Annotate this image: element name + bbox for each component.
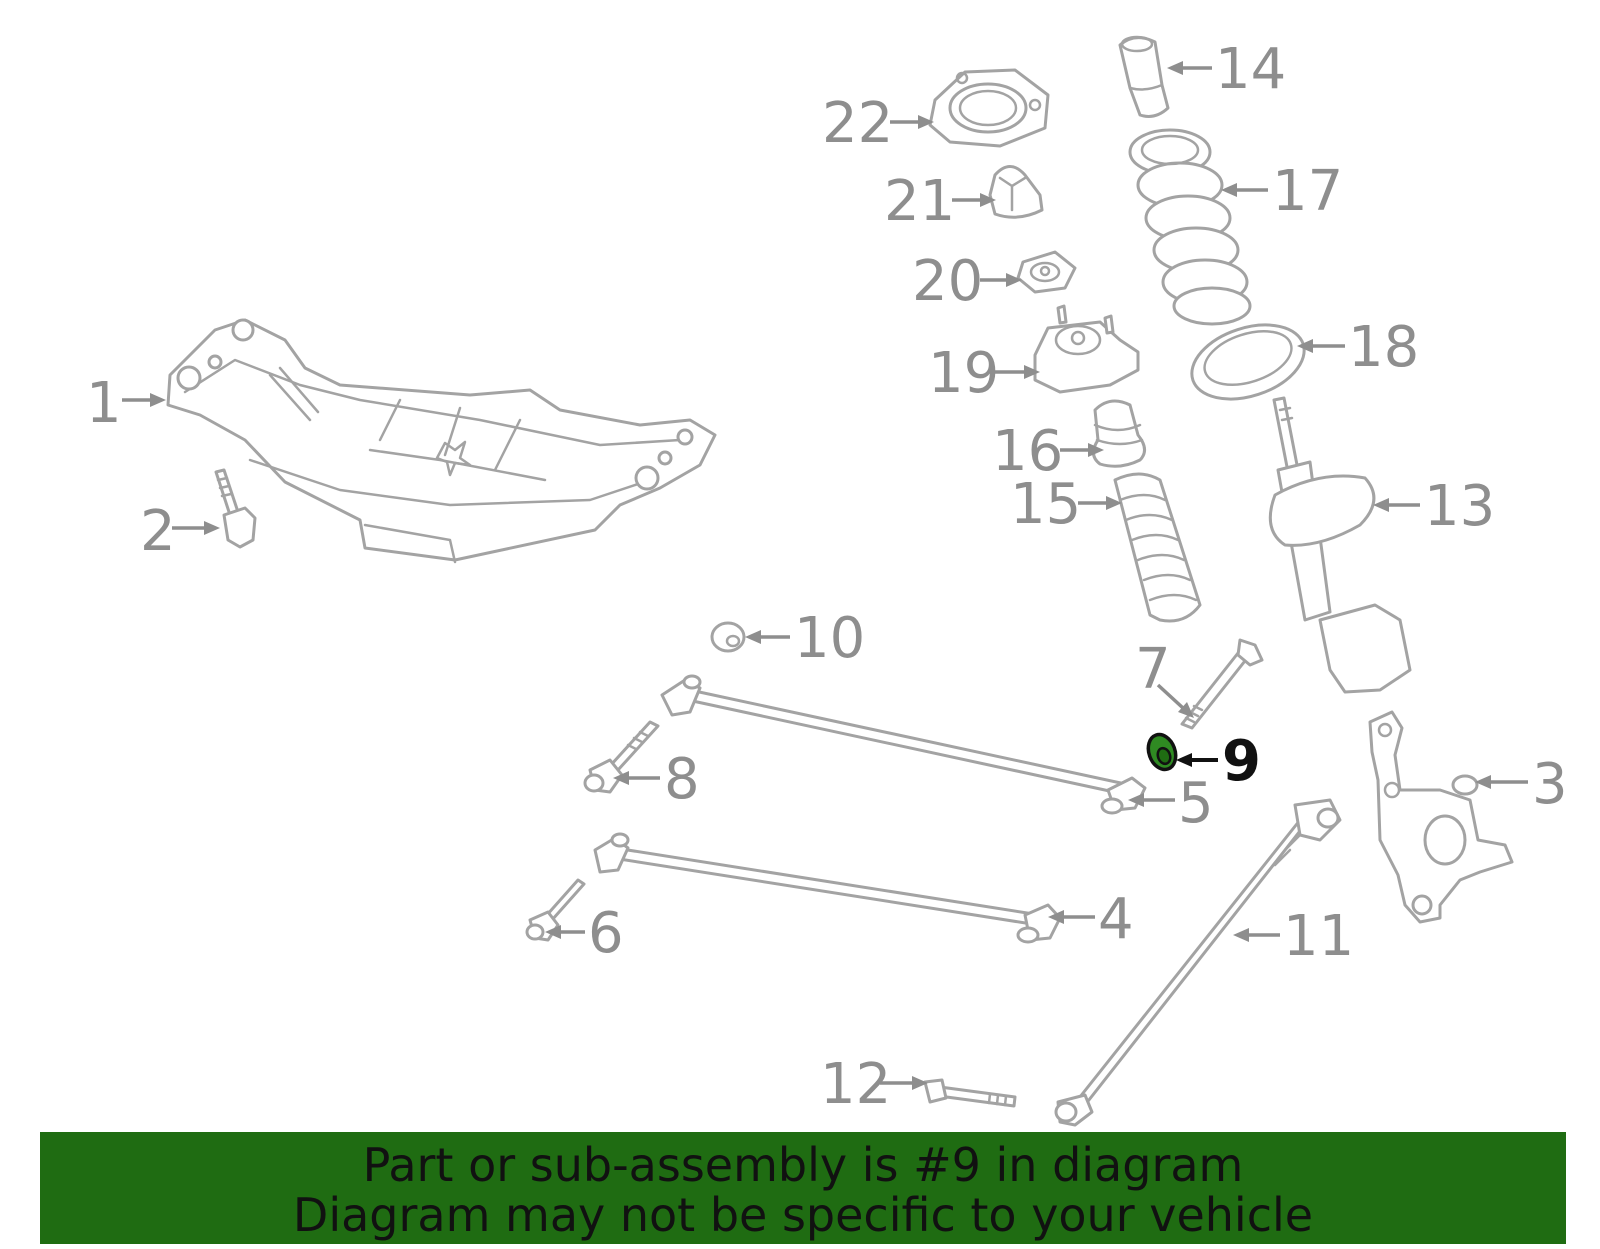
- part-10-washer: [710, 621, 746, 653]
- part-11-trailing-arm: [1054, 798, 1342, 1127]
- callout-2: 2: [140, 499, 176, 564]
- part-16-bump-stop: [1092, 399, 1146, 468]
- callout-6: 6: [588, 901, 624, 966]
- callout-numbers: 1 2 3 4 5 6 7 8 9 10 11 12 13 14 15 16 1…: [86, 37, 1568, 1117]
- part-17-coil-spring: [1128, 128, 1252, 326]
- info-banner: Part or sub-assembly is #9 in diagram Di…: [40, 1132, 1566, 1244]
- parts-diagram: 1 2 3 4 5 6 7 8 9 10 11 12 13 14 15 16 1…: [86, 35, 1568, 1127]
- part-21-bump-cap: [988, 165, 1044, 219]
- callout-5: 5: [1178, 771, 1214, 836]
- callout-13: 13: [1424, 474, 1495, 539]
- callout-16: 16: [992, 419, 1063, 484]
- callout-12: 12: [820, 1052, 891, 1117]
- callout-20: 20: [912, 249, 983, 314]
- callout-21: 21: [884, 169, 955, 234]
- banner-line-disclaimer: Diagram may not be specific to your vehi…: [292, 1188, 1314, 1242]
- part-22-mount-plate: [928, 68, 1050, 148]
- part-20-nut: [1016, 250, 1077, 294]
- callout-10: 10: [794, 606, 865, 671]
- part-9-bushing-highlighted: [1146, 732, 1178, 772]
- part-6-bolt: [525, 878, 586, 942]
- part-15-dust-boot: [1113, 472, 1202, 623]
- part-14-jounce-bumper: [1118, 35, 1170, 118]
- callout-19: 19: [928, 341, 999, 406]
- part-12-bolt: [923, 1078, 1017, 1108]
- callout-7: 7: [1135, 637, 1171, 702]
- callout-15: 15: [1010, 472, 1081, 537]
- part-3-knuckle: [1368, 710, 1514, 924]
- callout-22: 22: [822, 91, 893, 156]
- callout-8: 8: [664, 747, 700, 812]
- callout-14: 14: [1215, 37, 1286, 102]
- part-7-bolt: [1180, 638, 1264, 730]
- callout-11: 11: [1283, 904, 1354, 969]
- callout-9: 9: [1222, 729, 1261, 794]
- part-1-subframe: [166, 318, 717, 564]
- part-13-strut: [1268, 396, 1412, 694]
- part-8-bolt: [583, 720, 660, 794]
- part-5-link-arm: [660, 674, 1147, 815]
- callout-1: 1: [86, 371, 122, 436]
- callout-3: 3: [1532, 752, 1568, 817]
- callout-18: 18: [1348, 315, 1419, 380]
- part-2-bolt: [214, 468, 257, 549]
- callout-4: 4: [1098, 887, 1134, 952]
- banner-line-part-number: Part or sub-assembly is #9 in diagram: [362, 1138, 1244, 1192]
- part-4-link-arm: [593, 832, 1062, 944]
- part-19-strut-mount: [1033, 304, 1140, 394]
- callout-leaders: [122, 61, 1528, 1090]
- callout-17: 17: [1272, 159, 1343, 224]
- part-18-spring-seat: [1190, 323, 1306, 401]
